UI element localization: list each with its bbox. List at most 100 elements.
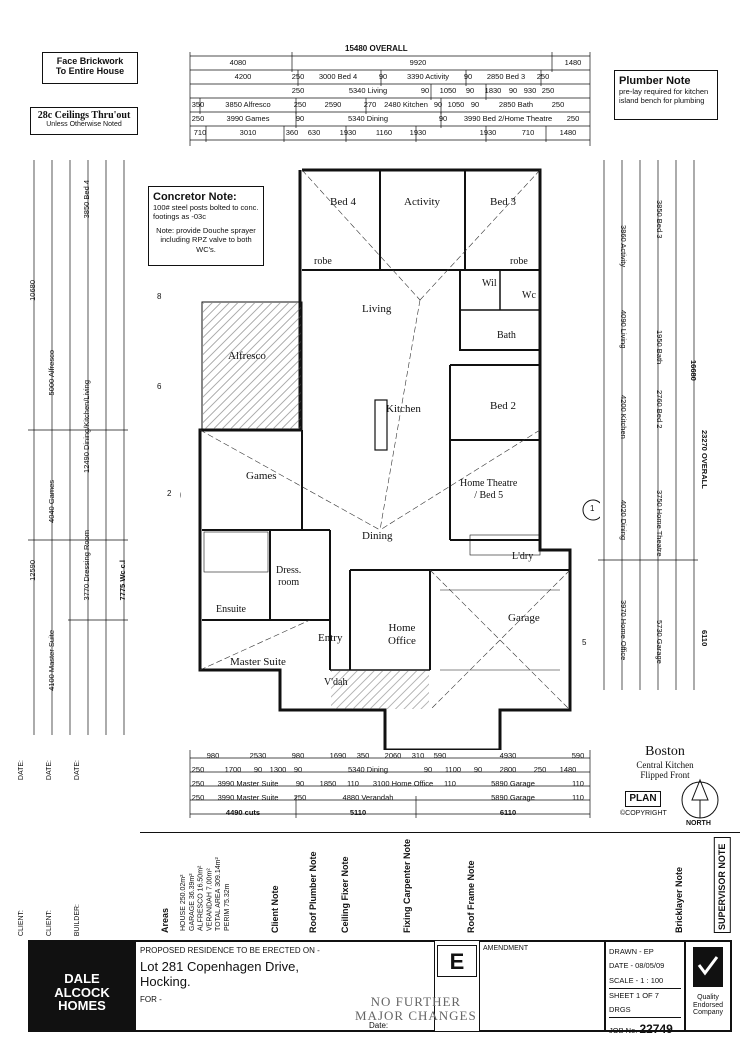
dim-right-overall: 23270 OVERALL (700, 430, 709, 489)
dim-left-alfresco: 5000 Alfresco (47, 350, 56, 396)
room-games: Games (246, 470, 277, 482)
client-signature-1: CLIENT: (18, 909, 25, 936)
areas-table: HOUSE 250.02m² GARAGE 36.39m² ALFRESCO 1… (180, 857, 231, 931)
areas-note: Areas (160, 907, 170, 933)
plan-label: PLAN (625, 791, 661, 807)
dim-right-bed2: 2760 Bed 2 (655, 390, 664, 429)
bricklayer-note: Bricklayer Note (674, 866, 684, 933)
dim-row-4: 350 3850 Alfresco 250 2590 270 2480 Kitc… (191, 100, 565, 109)
room-robe2: robe (510, 256, 528, 267)
room-master: Master Suite (230, 656, 286, 668)
room-garage: Garage (508, 612, 540, 624)
dim-bottom-1: 980 2530 980 1690 350 2060 310 590 4930 … (206, 751, 585, 760)
section-marker-1: 1 (590, 504, 595, 513)
dim-right-living: 4090 Living (619, 310, 628, 349)
right-dimension-lines (598, 160, 698, 690)
dim-row-1: 4080 9920 1480 (229, 58, 582, 67)
client-note: Client Note (270, 885, 280, 933)
dim-right-activity: 3860 Activity (619, 225, 628, 268)
north-label: NORTH (686, 820, 711, 827)
roof-frame-note: Roof Frame Note (466, 860, 476, 933)
dim-bottom-2: 250 1700 90 1300 90 5340 Dining 90 1100 … (191, 765, 577, 774)
dim-bottom-5: 4490 cuts 5110 6110 (225, 808, 517, 817)
top-dimension-lines (189, 52, 591, 146)
room-ldry: L'dry (512, 551, 534, 562)
revision-box: E (437, 945, 477, 977)
bottom-dimension-lines (189, 750, 591, 818)
ceilings-note: 28c Ceilings Thru'out Unless Otherwise N… (30, 107, 138, 135)
section-marker-5: 5 (582, 638, 587, 647)
ceiling-fixer-note: Ceiling Fixer Note (340, 856, 350, 933)
section-marker-8: 8 (157, 292, 162, 301)
room-robe1: robe (314, 256, 332, 267)
address-cell: PROPOSED RESIDENCE TO BE ERECTED ON - Lo… (135, 941, 435, 1031)
room-wc: Wc (522, 290, 536, 301)
stamp-date: Date: (369, 1021, 389, 1030)
room-dining: Dining (362, 530, 393, 542)
date-3: DATE: (74, 760, 81, 781)
dim-right-garage: 5730 Garage (655, 620, 664, 664)
title-block: DALE ALCOCK HOMES PROPOSED RESIDENCE TO … (28, 940, 732, 1036)
room-vdah: V'dah (324, 677, 348, 688)
dim-right-theatre: 3750 Home Theatre (655, 490, 664, 557)
room-bed4: Bed 4 (330, 196, 356, 208)
room-dress: Dress. room (276, 565, 302, 588)
date-1: DATE: (18, 760, 25, 781)
concretor-note: Concretor Note: 100# steel posts bolted … (148, 186, 264, 266)
dim-right-kitchen: 4200 Kitchen (619, 395, 628, 439)
dim-left-bed4: 3850 Bed 4 (82, 180, 91, 219)
room-bed2: Bed 2 (490, 400, 516, 412)
fixing-carpenter-note: Fixing Carpenter Note (402, 838, 412, 933)
room-entry: Entry (318, 632, 343, 644)
quality-check-icon (693, 947, 723, 987)
room-home-theatre: Home Theatre / Bed 5 (460, 478, 518, 501)
plumber-note: Plumber Note pre-lay required for kitche… (614, 70, 718, 120)
signature-area: CLIENT: CLIENT: BUILDER: DATE: DATE: DAT… (14, 760, 134, 936)
company-logo: DALE ALCOCK HOMES (29, 941, 135, 1031)
drawing-info: DRAWN - EP DATE - 08/05/09 SCALE - 1 : 1… (605, 941, 685, 1036)
supervisor-note: SUPERVISOR NOTE (714, 837, 731, 933)
no-further-changes-stamp: NO FURTHER MAJOR CHANGES (355, 994, 477, 1024)
dim-row-6: 710 3010 360 630 1930 1160 1930 1930 710… (193, 128, 577, 137)
dim-right-office: 3970 Home Office (619, 600, 628, 661)
dim-bottom-3: 250 3990 Master Suite 90 1850 110 3100 H… (191, 779, 584, 788)
north-arrow-icon (681, 778, 719, 819)
left-dimension-lines (28, 160, 128, 735)
dim-left-dining: 12490 Dining/Kitchen/Living (82, 380, 91, 473)
dim-right-6110: 6110 (700, 630, 709, 647)
room-activity: Activity (404, 196, 441, 208)
overall-dimension-top: 15480 OVERALL (345, 44, 408, 53)
dim-left-7775: 7775 Wc c.l (118, 560, 127, 601)
dim-right-dining: 4020 Dining (619, 500, 628, 541)
floor-plan-walls (180, 168, 600, 750)
dim-left-games: 4040 Games (47, 480, 56, 523)
notes-area: Areas HOUSE 250.02m² GARAGE 36.39m² ALFR… (140, 832, 740, 936)
dim-right-bath: 1950 Bath (655, 330, 664, 365)
room-bath: Bath (497, 330, 516, 341)
client-signature-2: CLIENT: (46, 909, 53, 936)
vdah-hatch (331, 671, 429, 709)
dim-row-3: 250 5340 Living 90 1050 90 1830 90 930 2… (291, 86, 555, 95)
face-brick-note: Face Brickwork To Entire House (42, 52, 138, 84)
room-kitchen: Kitchen (386, 403, 421, 415)
dim-left-master: 4100 Master Suite (47, 630, 56, 691)
copyright-label: ©COPYRIGHT (620, 810, 667, 817)
dim-right-bed3: 3850 Bed 3 (655, 200, 664, 239)
dim-left-10680: 10680 (28, 280, 37, 301)
room-alfresco: Alfresco (228, 350, 266, 362)
dim-row-2: 4200 250 3000 Bed 4 90 3390 Activity 90 … (234, 72, 550, 81)
date-2: DATE: (46, 760, 53, 781)
room-wil: Wil (482, 278, 497, 289)
dim-bottom-4: 250 3990 Master Suite 250 4880 Verandah … (191, 793, 584, 802)
room-home-office: Home Office (388, 622, 416, 647)
plan-title: Boston Central Kitchen Flipped Front (636, 744, 694, 780)
dim-row-5: 250 3990 Games 90 5340 Dining 90 3990 Be… (191, 114, 580, 123)
room-bed3: Bed 3 (490, 196, 516, 208)
roof-plumber-note: Roof Plumber Note (308, 851, 318, 933)
room-living: Living (362, 303, 392, 315)
room-ensuite: Ensuite (216, 604, 246, 615)
section-marker-6: 6 (157, 382, 162, 391)
dim-right-16680: 16680 (689, 360, 698, 381)
alfresco-hatch (203, 303, 301, 429)
builder-signature: BUILDER: (74, 903, 81, 936)
